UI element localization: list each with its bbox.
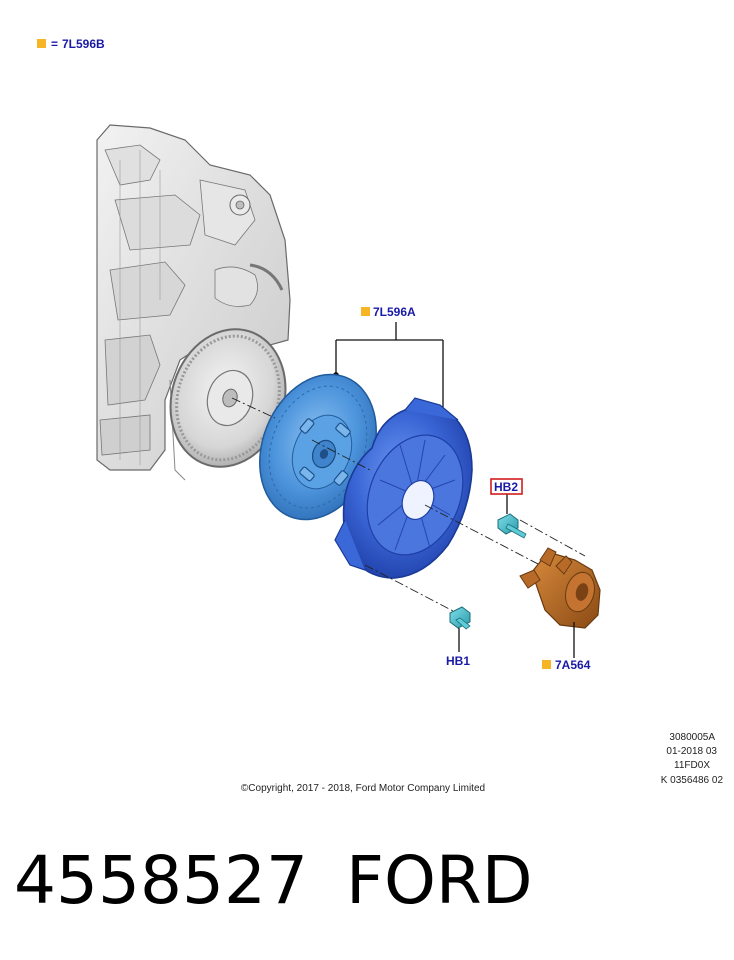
callout-hb1[interactable]: HB1 [446,654,470,668]
slave-cylinder-marker-square [542,660,551,669]
illustration-reference-codes: 3080005A 01-2018 03 11FD0X K 0356486 02 [661,732,724,786]
legend-part-7l596b[interactable]: 7L596B [62,37,105,51]
callout-hb2[interactable]: HB2 [494,480,518,494]
hb2-highlight-box [490,478,523,495]
copyright-notice: ©Copyright, 2017 - 2018, Ford Motor Comp… [241,783,485,794]
bolt-hb1 [449,606,471,630]
engine-block [96,124,291,481]
bolt-hb2 [497,513,527,539]
callout-7l596a[interactable]: 7L596A [373,305,416,319]
legend-equals-sign: = [51,37,58,51]
reference-code: 11FD0X [674,760,710,771]
pressure-plate [334,397,473,579]
assembly-centerline [231,397,586,613]
footer-brand: FORD [346,842,533,919]
footer-part-number: 4558527 [14,842,308,919]
clutch-kit-marker-square [361,307,370,316]
reference-code: K 0356486 02 [661,775,724,786]
slave-cylinder [519,547,601,629]
clutch-disc [259,373,377,521]
callout-7a564[interactable]: 7A564 [555,658,591,672]
legend-marker-square [37,39,46,48]
legend: = 7L596B [37,37,105,51]
reference-code: 3080005A [669,732,715,743]
reference-code: 01-2018 03 [666,746,717,757]
flywheel [169,328,287,468]
